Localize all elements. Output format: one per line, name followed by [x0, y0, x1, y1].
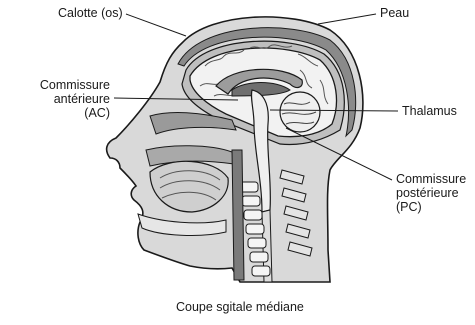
- cerebellum: [280, 92, 320, 132]
- label-commissure-anterieure: Commissure antérieure (AC): [4, 78, 110, 120]
- label-commissure-posterieure-line1: Commissure: [396, 172, 466, 186]
- label-commissure-anterieure-line1: Commissure: [4, 78, 110, 92]
- label-calotte: Calotte (os): [58, 6, 123, 20]
- label-commissure-posterieure: Commissure postérieure (PC): [396, 172, 466, 214]
- label-commissure-posterieure-line3: (PC): [396, 200, 466, 214]
- label-peau: Peau: [380, 6, 409, 20]
- label-commissure-anterieure-line2: antérieure: [4, 92, 110, 106]
- figure-caption: Coupe sgitale médiane: [176, 300, 304, 314]
- label-commissure-anterieure-line3: (AC): [4, 106, 110, 120]
- pharynx: [232, 150, 244, 280]
- label-thalamus: Thalamus: [402, 104, 457, 118]
- label-commissure-posterieure-line2: postérieure: [396, 186, 466, 200]
